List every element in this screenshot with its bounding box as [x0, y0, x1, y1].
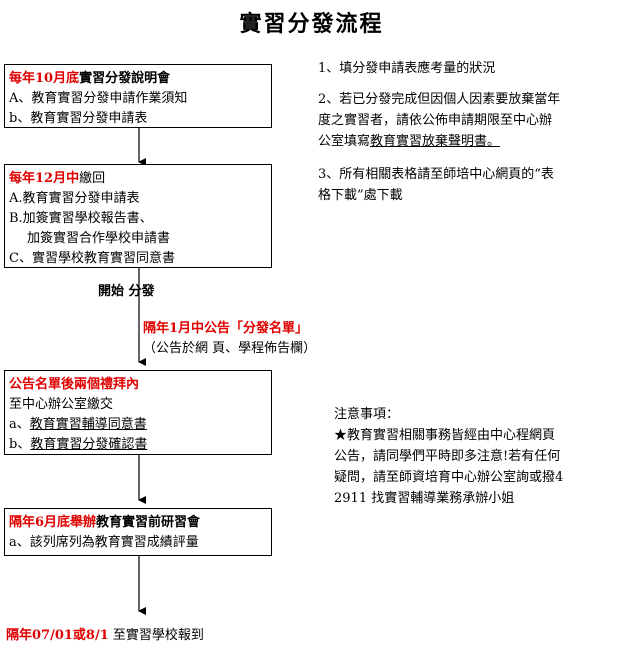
box2-item-a: A.教育實習分發申請表 [9, 191, 140, 206]
box1-heading: 實習分發說明會 [79, 71, 171, 86]
box3-item-b: 教育實習分發確認書 [30, 437, 148, 452]
note-1: 1、填分發申請表應考量的狀況 [318, 61, 496, 76]
box3-instruction: 至中心辦公室繳交 [9, 397, 114, 412]
caution-line-1: ★教育實習相關事務皆經由中心程網頁 [334, 428, 556, 443]
caution-panel: 注意事項： ★教育實習相關事務皆經由中心程網頁 公告，請同學們平時即多注意!若有… [334, 404, 618, 509]
box3-item-b-prefix: b、 [9, 437, 31, 452]
box3-item-a-prefix: a、 [9, 417, 30, 432]
box4-heading: 教育實習前研習會 [96, 515, 201, 530]
note-2-line-2: 度之實習者，請依公佈申請期限至中心辦 [318, 113, 553, 128]
box2-date: 每年12月中 [9, 171, 80, 186]
box3-item-a: 教育實習輔導同意書 [29, 417, 147, 432]
step-box-confirmation: 公告名單後兩個禮拜內 至中心辦公室繳交 a、教育實習輔導同意書 b、教育實習分發… [4, 370, 272, 455]
note-3-line-1: 3、所有相關表格請至師培中心網頁的“表 [318, 167, 554, 182]
caution-heading: 注意事項： [334, 407, 400, 422]
box1-date: 每年10月底 [9, 71, 80, 86]
caution-line-4: 2911 找實習輔導業務承辦小姐 [334, 491, 515, 506]
start-allocation-label: 開始 分發 [98, 284, 155, 299]
box2-item-c: C、實習學校教育實習同意書 [9, 251, 175, 266]
box2-item-b2: 加簽實習合作學校申請書 [27, 231, 171, 246]
box1-item-a: A、教育實習分發申請作業須知 [9, 91, 188, 106]
note-2-line-1: 2、若已分發完成但因個人因素要放棄當年 [318, 92, 561, 107]
final-step: 隔年07/01或8/1 至實習學校報到 [6, 624, 204, 643]
final-text: 至實習學校報到 [108, 628, 204, 643]
waiver-form-name: 教育實習放棄聲明書。 [370, 134, 501, 149]
step-box-submission: 每年12月中繳回 A.教育實習分發申請表 B.加簽實習學校報告書、 加簽實習合作… [4, 164, 272, 268]
box3-heading: 公告名單後兩個禮拜內 [9, 377, 140, 392]
note-2-line-3: 公室填寫 [318, 134, 371, 149]
page-title: 實習分發流程 [239, 11, 384, 37]
box4-date: 隔年6月底舉辦 [9, 515, 97, 530]
caution-line-3: 疑問，請至師資培育中心辦公室詢或撥4 [334, 470, 564, 485]
step-box-info-session: 每年10月底實習分發說明會 A、教育實習分發申請作業須知 b、教育實習分發申請表 [4, 64, 272, 128]
step-box-workshop: 隔年6月底舉辦教育實習前研習會 a、該列席列為教育實習成績評量 [4, 508, 272, 556]
announcement-heading: 隔年1月中公告「分發名單」 [143, 321, 309, 336]
box4-item-a: a、該列席列為教育實習成績評量 [9, 535, 199, 550]
announcement-note: （公告於網 頁、學程佈告欄） [143, 341, 317, 356]
notes-panel: 1、填分發申請表應考量的狀況 2、若已分發完成但因個人因素要放棄當年 度之實習者… [318, 58, 618, 206]
box1-item-b: b、教育實習分發申請表 [9, 111, 148, 126]
caution-line-2: 公告，請同學們平時即多注意!若有任何 [334, 449, 561, 464]
box2-heading: 繳回 [79, 171, 106, 186]
box2-item-b1: B.加簽實習學校報告書、 [9, 211, 153, 226]
note-3-line-2: 格下載”處下載 [318, 188, 403, 203]
final-date: 隔年07/01或8/1 [6, 628, 109, 643]
